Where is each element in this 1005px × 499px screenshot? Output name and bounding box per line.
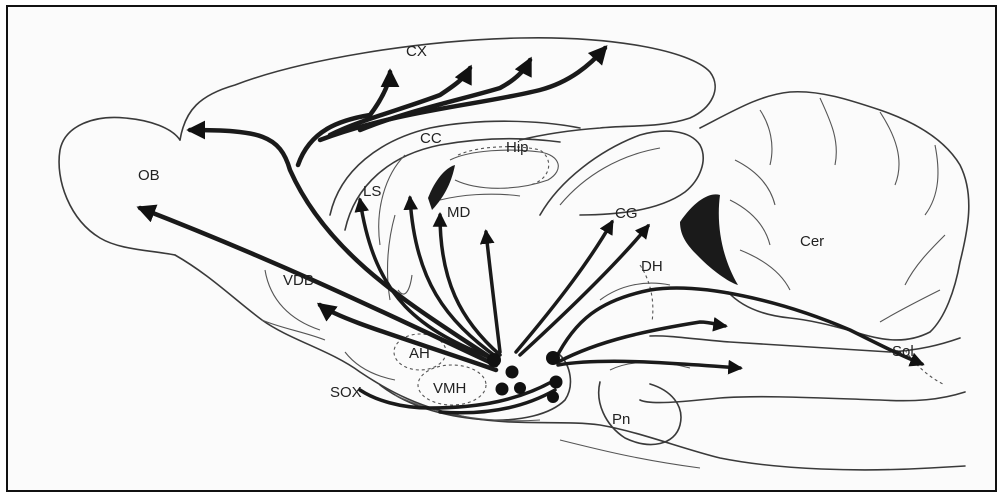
region-labels: CX CC Hip OB LS MD CG Cer DH VDB AH SOX … bbox=[138, 43, 914, 428]
label-vmh: VMH bbox=[433, 380, 466, 397]
label-md: MD bbox=[447, 204, 470, 221]
label-cg: CG bbox=[615, 205, 638, 222]
label-ah: AH bbox=[409, 345, 430, 362]
label-hip: Hip bbox=[506, 139, 529, 156]
label-cx: CX bbox=[406, 43, 427, 60]
label-dh: DH bbox=[641, 258, 663, 275]
label-cer: Cer bbox=[800, 233, 824, 250]
label-ls: LS bbox=[363, 183, 381, 200]
label-pn: Pn bbox=[612, 411, 630, 428]
hippocampus-outline bbox=[540, 131, 703, 215]
dh-dark-region bbox=[680, 194, 738, 285]
label-cc: CC bbox=[420, 130, 442, 147]
olfactory-bulb-outline bbox=[59, 117, 180, 255]
projection-arrows bbox=[140, 48, 922, 413]
cerebellum-outline bbox=[700, 92, 969, 340]
label-sox: SOX bbox=[330, 384, 362, 401]
label-sol: Sol bbox=[892, 343, 914, 360]
label-vdb: VDB bbox=[283, 272, 314, 289]
label-ob: OB bbox=[138, 167, 160, 184]
